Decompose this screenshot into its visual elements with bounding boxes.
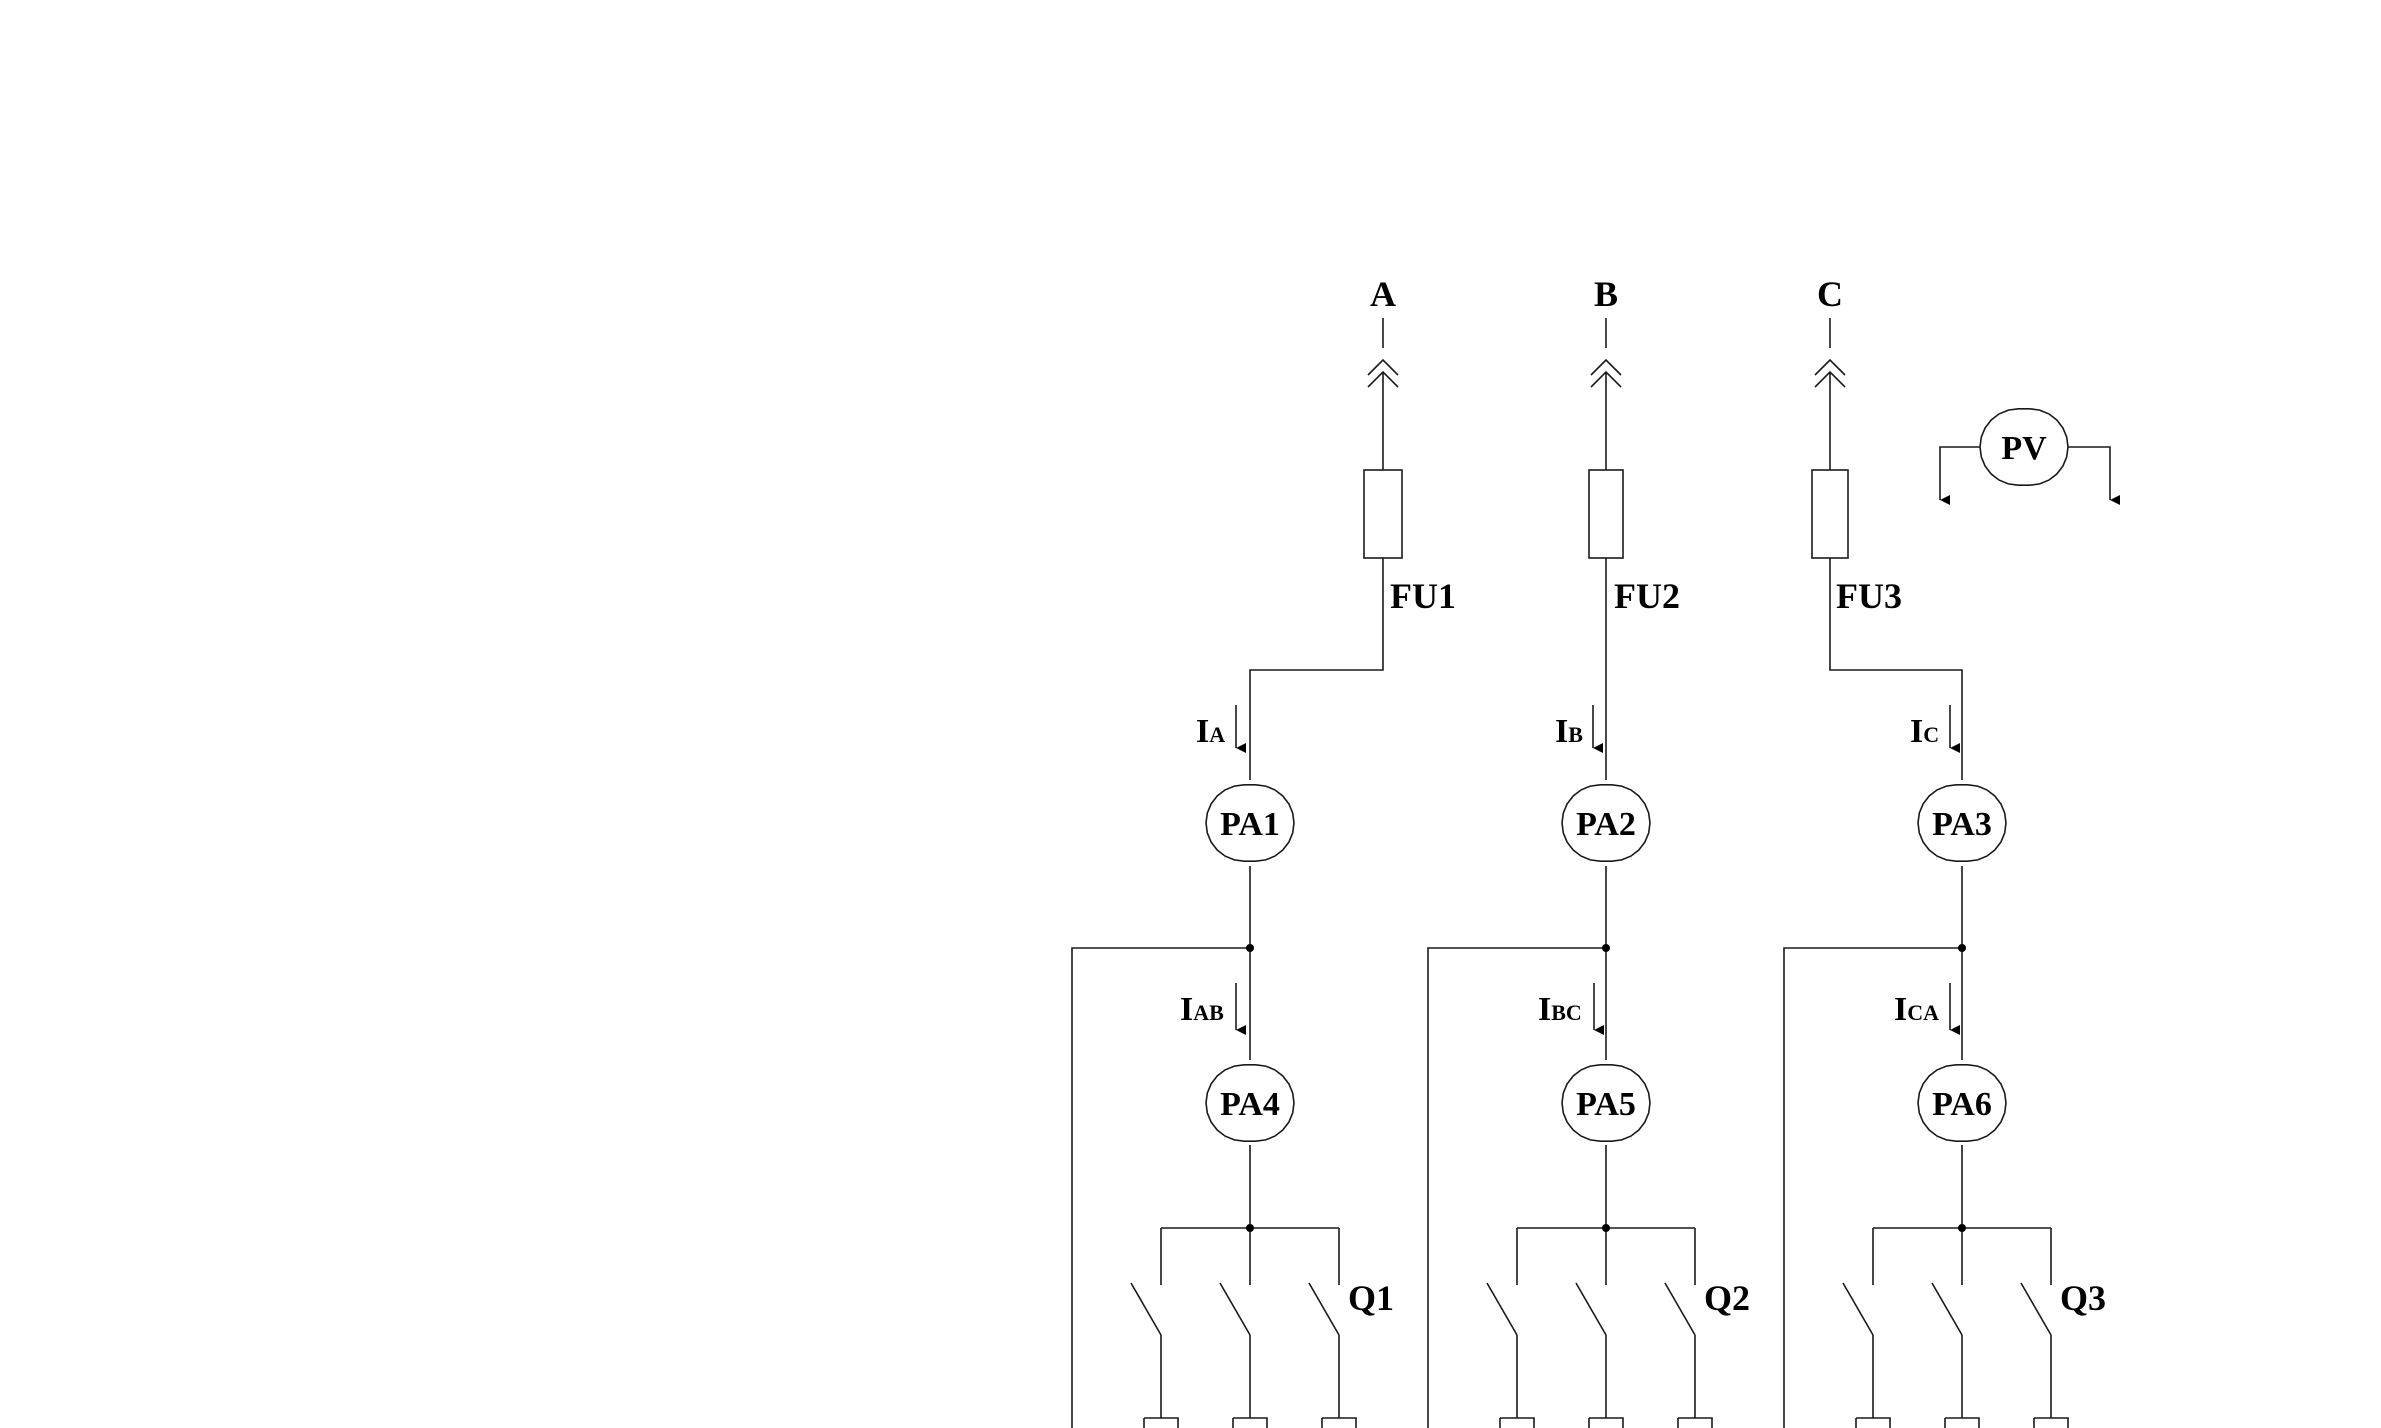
phase-b-circuit: B FU2 IB PA2 IBC PA5 Q2 [1427,274,1750,1428]
fuse-icon [1363,469,1403,559]
switch-label: Q3 [2060,1278,2106,1318]
wire [1160,1145,1340,1418]
voltmeter-lead-arrow-icon [2068,446,2120,505]
terminal-icon [1499,1417,1713,1428]
branch-current-label: ICA [1894,991,1939,1028]
ammeter-icon [1917,1064,2007,1142]
wire [1783,866,1963,1428]
branch-meter-label: PA6 [1932,1086,1992,1123]
voltmeter-label: PV [2001,430,2047,467]
switch-label: Q1 [1348,1278,1394,1318]
plug-connector-icon [1367,318,1399,470]
fuse-label: FU1 [1390,576,1456,616]
junction-dot [1246,1224,1254,1232]
ammeter-icon [1205,783,1295,863]
fuse-icon [1811,469,1849,559]
switch-label: Q2 [1704,1278,1750,1318]
branch-current-label: IBC [1538,991,1582,1028]
phase-a-circuit: A FU1 IA PA1 IAB PA4 Q1 [1071,274,1456,1428]
ammeter-icon [1205,1064,1295,1142]
wire [1872,1145,2052,1418]
ammeter-icon [1561,1064,1651,1142]
phase-label: A [1370,274,1396,314]
branch-meter-label: PA5 [1576,1086,1636,1123]
wire [1516,1145,1696,1418]
meter-label: PA3 [1932,806,1992,843]
wire [1071,866,1251,1428]
junction-dot [1958,1224,1966,1232]
current-label: IB [1555,713,1583,750]
plug-connector-icon [1590,318,1622,470]
phase-c-circuit: C FU3 IC PA3 ICA PA6 Q3 [1783,274,2106,1428]
current-label: IA [1196,713,1225,750]
junction-dot [1602,944,1610,952]
junction-dot [1602,1224,1610,1232]
meter-label: PA2 [1576,806,1636,843]
fuse-icon [1588,469,1624,559]
ammeter-icon [1917,783,2007,863]
ammeter-icon [1561,783,1651,863]
wire [1249,558,1384,780]
wire [1427,866,1607,1428]
wire [1829,558,1963,780]
branch-meter-label: PA4 [1220,1086,1280,1123]
switch-icon [1130,1282,1340,1336]
terminal-icon [1143,1417,1357,1428]
voltmeter: PV [1939,407,2120,505]
switch-icon [1486,1282,1696,1336]
phase-label: B [1594,274,1618,314]
fuse-label: FU2 [1614,576,1680,616]
current-label: IC [1910,713,1939,750]
meter-label: PA1 [1220,806,1280,843]
junction-dot [1958,944,1966,952]
terminal-icon [1855,1417,2069,1428]
junction-dot [1246,944,1254,952]
voltmeter-lead-arrow-icon [1939,446,1980,505]
switch-icon [1842,1282,2052,1336]
plug-connector-icon [1814,318,1846,470]
phase-label: C [1817,274,1843,314]
branch-current-label: IAB [1180,991,1224,1028]
fuse-label: FU3 [1836,576,1902,616]
